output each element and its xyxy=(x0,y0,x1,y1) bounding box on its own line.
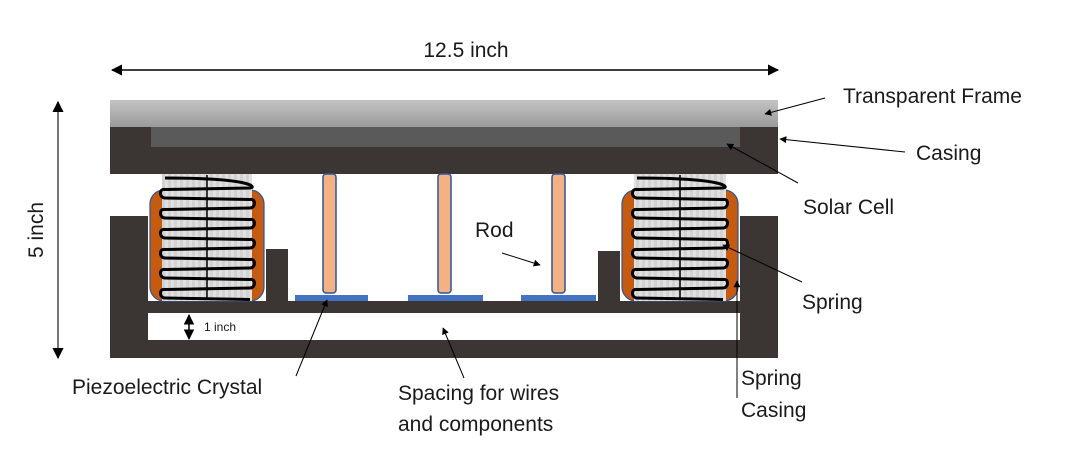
label-spacing-line2: and components xyxy=(398,413,553,436)
height-dimension-label: 5 inch xyxy=(25,202,48,258)
leader-spring xyxy=(722,244,803,283)
leader-casing xyxy=(779,136,906,153)
piezo-crystal-3 xyxy=(521,295,596,301)
leader-spacing xyxy=(442,327,465,379)
leader-piezo xyxy=(295,299,328,377)
spring-assembly-right xyxy=(621,174,739,302)
transparent-frame xyxy=(110,100,778,127)
label-spacing-line1: Spacing for wires xyxy=(398,382,559,405)
leader-solar-cell xyxy=(726,143,799,184)
label-spring-casing-line2: Casing xyxy=(741,399,806,422)
rod-2 xyxy=(437,173,452,294)
leader-transparent-frame xyxy=(764,97,826,116)
spacing-dimension-label: 1 inch xyxy=(204,320,236,334)
piezo-crystal-2 xyxy=(408,295,483,301)
piezo-crystal-1 xyxy=(295,295,368,301)
rod-3 xyxy=(551,173,566,294)
label-casing: Casing xyxy=(916,142,981,165)
spring-assembly-left xyxy=(149,174,265,302)
label-spring-casing-line1: Spring xyxy=(741,367,802,390)
label-spring: Spring xyxy=(802,291,863,314)
width-dimension-label: 12.5 inch xyxy=(423,39,508,62)
leader-rod xyxy=(501,252,541,267)
rod-1 xyxy=(322,173,337,294)
wire-spacing-cavity xyxy=(148,313,740,340)
label-piezoelectric-crystal: Piezoelectric Crystal xyxy=(72,376,262,399)
solar-cell xyxy=(151,127,740,147)
label-transparent-frame: Transparent Frame xyxy=(843,85,1022,108)
casing-floor-plate xyxy=(148,301,740,313)
label-solar-cell: Solar Cell xyxy=(803,196,894,219)
label-rod: Rod xyxy=(475,219,514,242)
